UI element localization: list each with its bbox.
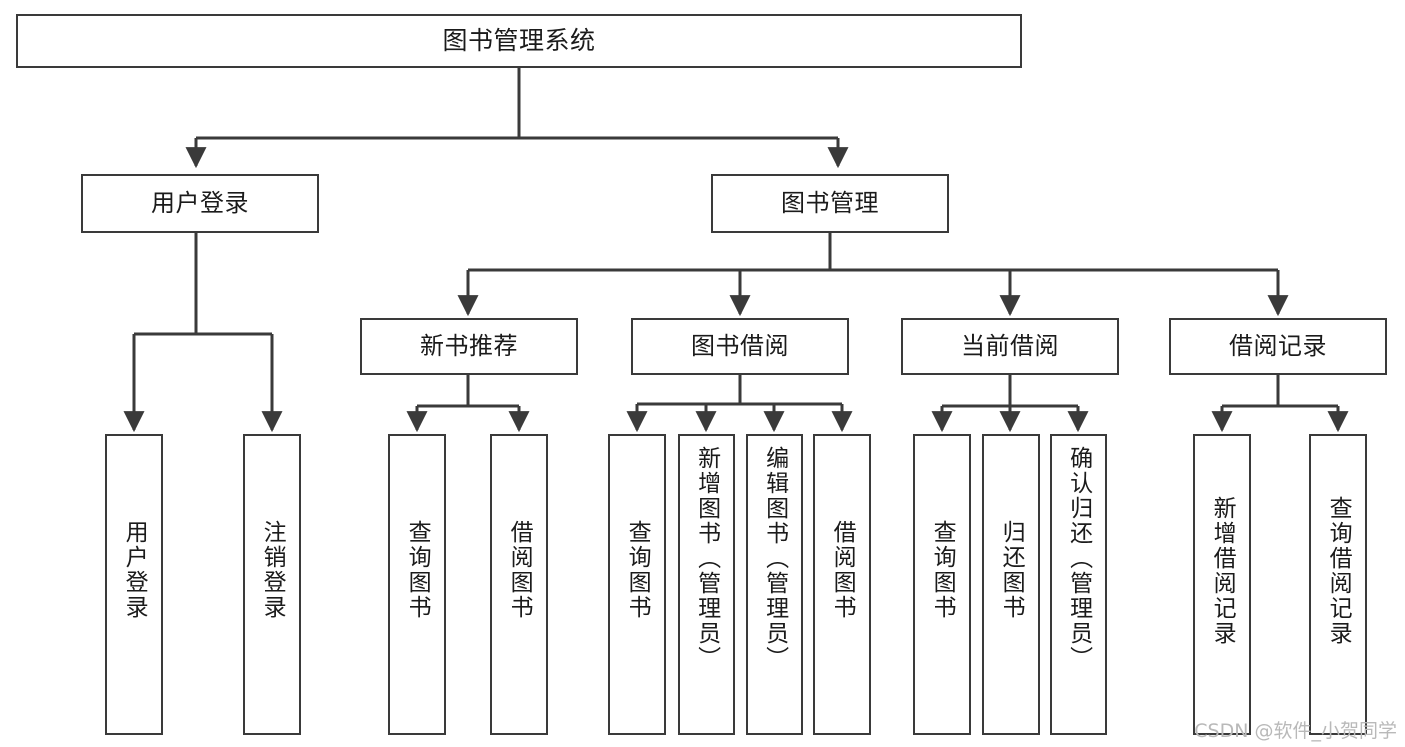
leaf-query-book-recommend[interactable]: 查询图书: [388, 434, 446, 735]
leaf-edit-book-admin[interactable]: 编辑图书（管理员）: [746, 434, 803, 735]
node-label: 图书管理: [781, 188, 879, 217]
node-label: 新增借阅记录: [1209, 496, 1236, 646]
leaf-return-book[interactable]: 归还图书: [982, 434, 1040, 735]
node-label: 借阅图书: [829, 520, 856, 620]
node-borrow-records[interactable]: 借阅记录: [1169, 318, 1387, 375]
node-label: 借阅记录: [1229, 331, 1327, 360]
node-label: 借阅图书: [506, 520, 533, 620]
node-user-login[interactable]: 用户登录: [81, 174, 319, 233]
leaf-borrow-book[interactable]: 借阅图书: [813, 434, 871, 735]
leaf-borrow-book-recommend[interactable]: 借阅图书: [490, 434, 548, 735]
node-label: 编辑图书（管理员）: [761, 446, 788, 671]
node-label: 确认归还（管理员）: [1065, 446, 1092, 671]
node-label: 查询图书: [929, 520, 956, 620]
leaf-query-book-borrow[interactable]: 查询图书: [608, 434, 666, 735]
leaf-user-login[interactable]: 用户登录: [105, 434, 163, 735]
node-label: 查询图书: [404, 520, 431, 620]
node-label: 归还图书: [998, 520, 1025, 620]
leaf-query-book-current[interactable]: 查询图书: [913, 434, 971, 735]
node-label: 图书借阅: [691, 331, 789, 360]
node-label: 查询图书: [624, 520, 651, 620]
node-label: 查询借阅记录: [1325, 496, 1352, 646]
leaf-add-borrow-record[interactable]: 新增借阅记录: [1193, 434, 1251, 735]
node-label: 图书管理系统: [442, 25, 596, 55]
node-label: 当前借阅: [961, 331, 1059, 360]
node-label: 新增图书（管理员）: [693, 446, 720, 671]
leaf-user-logout[interactable]: 注销登录: [243, 434, 301, 735]
leaf-add-book-admin[interactable]: 新增图书（管理员）: [678, 434, 735, 735]
node-book-borrow[interactable]: 图书借阅: [631, 318, 849, 375]
node-root-system[interactable]: 图书管理系统: [16, 14, 1022, 68]
leaf-confirm-return-admin[interactable]: 确认归还（管理员）: [1050, 434, 1107, 735]
node-current-borrow[interactable]: 当前借阅: [901, 318, 1119, 375]
node-book-management[interactable]: 图书管理: [711, 174, 949, 233]
node-label: 注销登录: [259, 520, 286, 620]
node-label: 用户登录: [121, 520, 148, 620]
node-label: 用户登录: [151, 188, 249, 217]
node-label: 新书推荐: [420, 331, 518, 360]
leaf-query-borrow-record[interactable]: 查询借阅记录: [1309, 434, 1367, 735]
watermark-text: CSDN @软件_小贺同学: [1194, 720, 1397, 742]
node-new-book-recommend[interactable]: 新书推荐: [360, 318, 578, 375]
